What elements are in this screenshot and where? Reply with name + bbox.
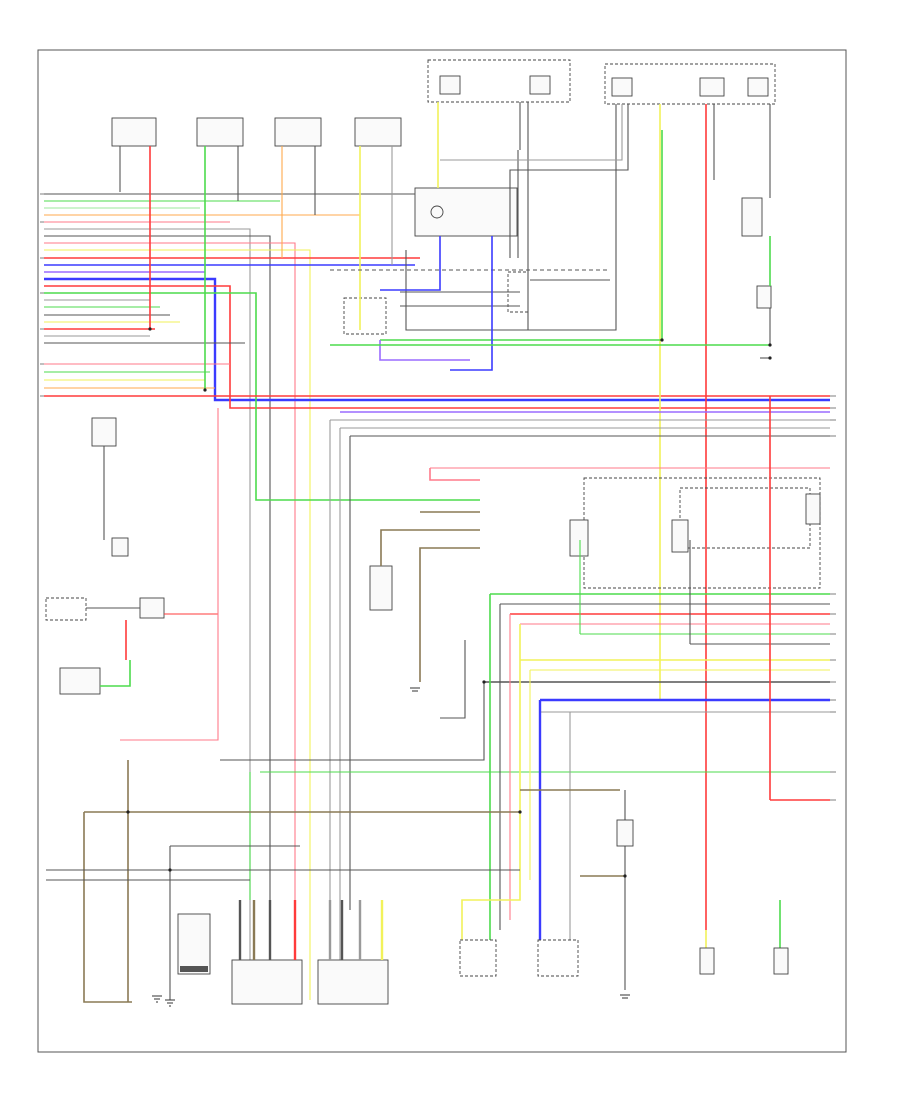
- diagram-border: [37, 49, 847, 1053]
- relay-left-mid: [45, 597, 218, 621]
- connector-block-b: [317, 900, 389, 1005]
- fuse-box-left: [427, 59, 571, 103]
- fuse-box-right: [604, 63, 776, 105]
- fan-motor-bottom-left: [177, 913, 211, 975]
- switch-block-c: [459, 789, 634, 999]
- blower-relay: [741, 197, 763, 237]
- connector-2: [196, 117, 244, 147]
- ground-symbols: [152, 687, 420, 1003]
- thermistor: [756, 285, 772, 309]
- harness-bundle-left: [44, 193, 830, 1000]
- junction-dots: [126, 327, 772, 878]
- fan-motor-left: [59, 620, 131, 695]
- sensor-bottom-right-b: [773, 900, 789, 975]
- solenoid-unit-left: [343, 297, 387, 335]
- connector-3: [274, 117, 322, 147]
- sensor-bottom-right-a: [699, 930, 715, 975]
- center-links: [330, 236, 770, 371]
- right-bus-lower: [260, 396, 830, 801]
- bottom-left-group: [46, 760, 520, 1007]
- connector-block-a: [231, 900, 303, 1005]
- connector-1: [111, 117, 157, 147]
- lower-verticals: [220, 594, 571, 940]
- wire-center-pink: [429, 468, 480, 481]
- left-edge-terminals: [40, 193, 44, 397]
- pressure-switch: [91, 417, 129, 557]
- solenoid-center: [369, 529, 480, 719]
- right-edge-terminals: [830, 395, 836, 801]
- control-unit-center: [414, 187, 518, 237]
- sensor-module-right: [569, 477, 821, 589]
- wire-left-return: [120, 408, 219, 741]
- connector-drops: [119, 146, 393, 390]
- connector-4: [354, 117, 402, 147]
